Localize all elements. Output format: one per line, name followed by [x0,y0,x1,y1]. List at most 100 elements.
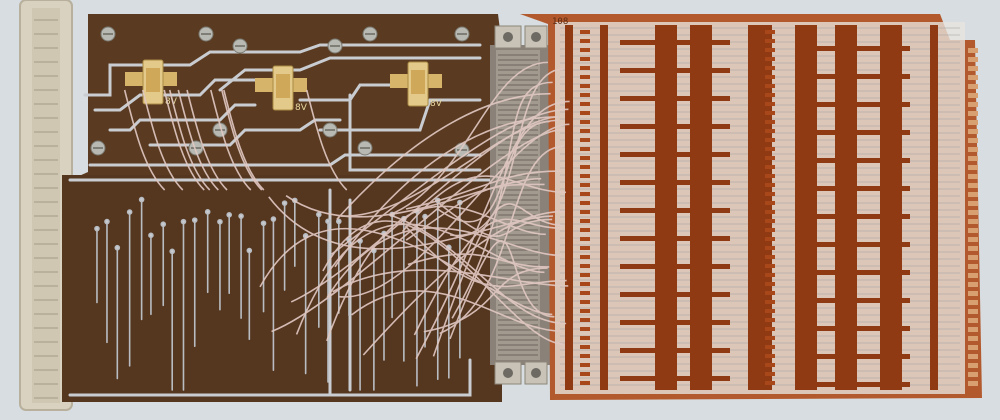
via [138,196,145,203]
via [336,218,342,225]
copper-column [795,25,817,390]
via [246,247,253,254]
pad [765,102,775,106]
via [160,221,167,228]
copper-bar [800,186,910,191]
pad [580,48,590,52]
via [191,217,198,223]
via [238,213,244,219]
silver-trace [318,98,482,132]
pad [580,309,590,313]
copper-bar [620,292,730,297]
edge-pad [968,111,978,116]
pad [580,75,590,79]
via [226,212,232,218]
edge-pad [968,48,978,53]
jumper-wire [415,100,570,360]
jumper-wire [326,205,546,342]
pad [765,174,775,178]
jumper-wire [141,89,184,191]
edge-pad [968,291,978,296]
pad [765,318,775,322]
pad [765,30,775,34]
pad [765,300,775,304]
via [94,225,100,232]
pad [765,93,775,97]
pad [765,165,775,169]
edge-pad [968,300,978,305]
copper-bar [800,270,910,275]
copper-bar [800,354,910,359]
edge-connector-strip [19,0,73,411]
pad [765,48,775,52]
silver-trace [108,103,257,132]
copper-bar [620,348,730,353]
pad [765,345,775,349]
silver-trace [348,93,482,172]
copper-bar [800,214,910,219]
edge-pad [968,327,978,332]
copper-bar [800,130,910,135]
jumper-wire [123,89,166,191]
copper-bar [620,208,730,213]
pad [765,237,775,241]
jumper-wire [221,89,263,191]
edge-pad [968,219,978,224]
jumper-wire [351,290,562,332]
pad [765,183,775,187]
power-transistor-2: 8V [255,65,308,113]
copper-bar [800,242,910,247]
pad [765,273,775,277]
pad [580,345,590,349]
pad [580,282,590,286]
edge-pad [968,201,978,206]
edge-pad [968,57,978,62]
edge-pad [968,84,978,89]
edge-pad [968,363,978,368]
pad [765,336,775,340]
pad [580,183,590,187]
edge-pad [968,165,978,170]
jumper-wire [210,89,252,191]
copper-bar [620,40,730,45]
jumper-wire [168,89,211,191]
copper-bar [800,102,910,107]
pad [580,381,590,385]
pad [580,156,590,160]
edge-pad [968,336,978,341]
jumper-wire [259,228,553,316]
pad [765,327,775,331]
pad [580,264,590,268]
copper-bar [620,320,730,325]
via [281,200,288,206]
silver-trace [83,43,482,97]
silver-trace [218,56,482,92]
pad [765,246,775,250]
edge-pad [968,183,978,188]
pad [580,300,590,304]
pad [765,156,775,160]
pad [765,354,775,358]
copper-column [655,25,677,390]
copper-bar [620,68,730,73]
board-marking: 108 [552,17,568,27]
copper-bar [800,74,910,79]
silver-trace [68,358,472,397]
edge-pad [968,273,978,278]
jumper-wire [305,89,348,191]
pad [765,255,775,259]
via [169,248,176,255]
power-transistor-3: 8V [390,61,443,109]
pad [580,138,590,142]
pad [580,246,590,250]
jumper-wire [413,218,563,336]
pad [765,129,775,133]
pad [580,129,590,133]
jumper-wire [451,81,553,319]
jumper-wire [163,89,205,191]
pad [580,336,590,340]
via [114,244,121,251]
component-label-2: 8V [295,103,308,113]
edge-pad [968,102,978,107]
copper-column [835,25,857,390]
